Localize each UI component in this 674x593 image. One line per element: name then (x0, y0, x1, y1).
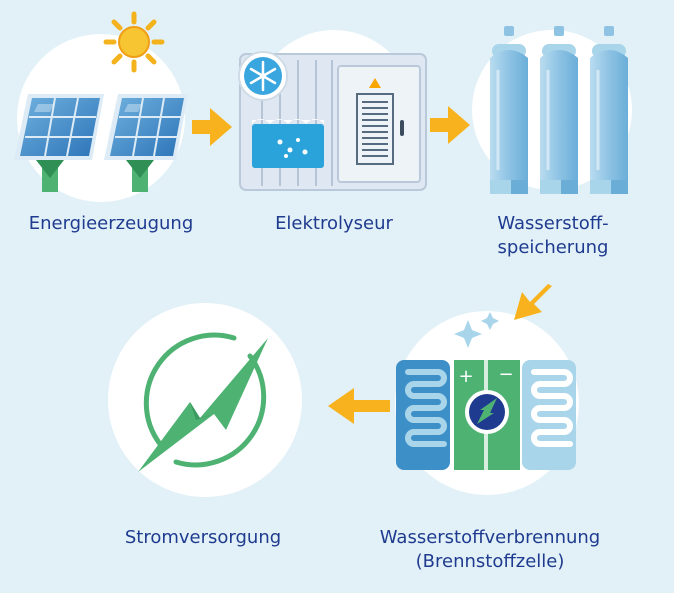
label-storage: Wasserstoff- speicherung (478, 212, 628, 260)
arrow-icon (514, 284, 552, 320)
label-energy-text: Energieerzeugung (12, 212, 210, 236)
label-power: Stromversorgung (108, 526, 298, 550)
label-electrolyzer: Elektrolyseur (250, 212, 418, 236)
gas-cylinder-icon (490, 26, 528, 194)
gas-cylinder-icon (590, 26, 628, 194)
label-storage-line1: Wasserstoff- (478, 212, 628, 236)
circle-power (108, 303, 302, 497)
label-electrolyzer-text: Elektrolyseur (250, 212, 418, 236)
label-fuelcell: Wasserstoffverbrennung (Brennstoffzelle) (360, 526, 620, 574)
svg-text:−: − (498, 364, 513, 385)
svg-text:+: + (458, 366, 473, 387)
label-fuelcell-line1: Wasserstoffverbrennung (360, 526, 620, 550)
electrolyzer-illustration (239, 52, 426, 190)
storage-illustration (490, 26, 628, 194)
label-storage-line2: speicherung (478, 236, 628, 260)
snowflake-icon (239, 52, 287, 100)
label-fuelcell-line2: (Brennstoffzelle) (360, 550, 620, 574)
label-energy: Energieerzeugung (12, 212, 210, 236)
arrow-icon (192, 108, 232, 146)
arrow-icon (430, 106, 470, 144)
gas-cylinder-icon (540, 26, 578, 194)
fuel-cell-icon: + − (396, 360, 576, 470)
label-power-text: Stromversorgung (108, 526, 298, 550)
arrow-icon (328, 388, 390, 424)
sun-icon (106, 14, 162, 70)
